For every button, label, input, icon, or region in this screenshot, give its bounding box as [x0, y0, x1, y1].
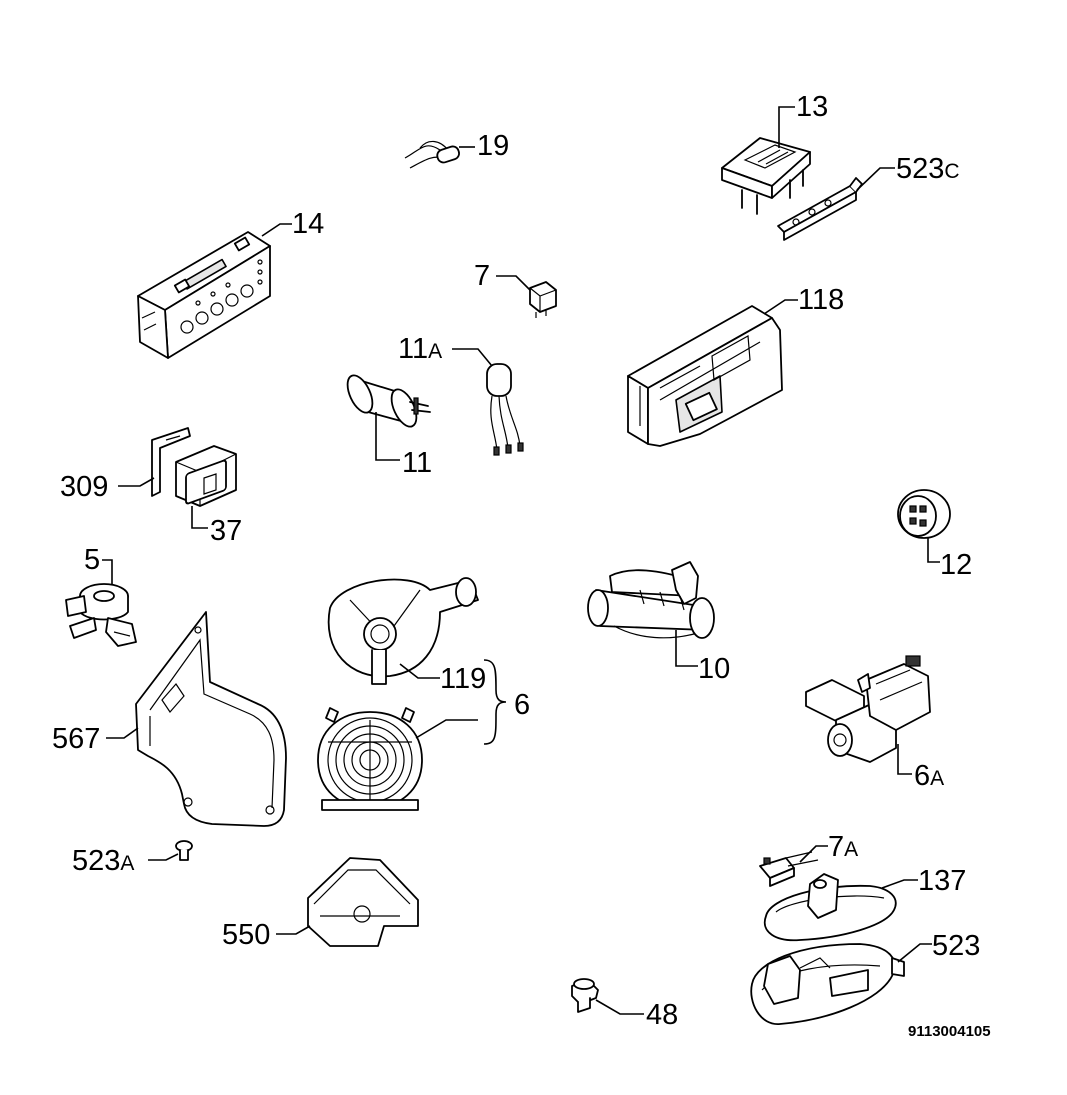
part-309-mounting-bracket: [151, 427, 191, 497]
label-37: 37: [210, 515, 242, 547]
label-6: 6: [514, 689, 530, 721]
label-6a: 6A: [914, 760, 944, 792]
part-119-pump-housing: [327, 577, 479, 685]
part-523-float-housing: [750, 943, 905, 1025]
leader-6-impeller: [415, 719, 478, 739]
leader-119: [399, 663, 440, 679]
leader-7: [496, 275, 531, 291]
label-550: 550: [222, 919, 270, 951]
part-10-circulation-motor: [587, 561, 715, 639]
part-137-float: [763, 873, 897, 942]
leader-11: [375, 412, 400, 461]
label-118: 118: [798, 284, 844, 316]
part-6a-drain-pump: [805, 655, 931, 763]
leader-550: [276, 925, 311, 935]
part-118-detergent-dispenser: [627, 305, 783, 447]
leader-37: [191, 506, 208, 529]
label-119: 119: [440, 663, 486, 695]
part-14-control-module: [137, 231, 271, 359]
part-48-fitting: [571, 978, 599, 1013]
leader-118: [763, 299, 798, 315]
part-12-knob: [897, 489, 951, 539]
diagram-code: 9113004105: [908, 1023, 991, 1040]
leader-12: [927, 538, 940, 563]
leader-14: [261, 223, 292, 237]
brace-6: [483, 659, 507, 745]
label-13: 13: [796, 91, 828, 123]
leader-5: [102, 559, 113, 584]
label-137: 137: [918, 865, 966, 897]
leader-48: [595, 999, 644, 1015]
leader-137: [881, 879, 918, 889]
leader-523a: [148, 853, 179, 861]
label-523: 523: [932, 930, 980, 962]
part-567-cover: [135, 611, 287, 827]
part-523c-bracket: [777, 177, 863, 241]
leader-11a: [452, 348, 493, 367]
label-567: 567: [52, 723, 100, 755]
label-11: 11: [402, 447, 432, 479]
part-523a-screw: [175, 840, 193, 861]
label-19: 19: [477, 130, 509, 162]
part-11a-interference-suppressor: [486, 363, 524, 456]
part-19-sensor: [404, 140, 460, 169]
label-14: 14: [292, 208, 324, 240]
part-5-inlet-valve: [65, 583, 137, 647]
label-523c: 523C: [896, 153, 960, 185]
leader-13: [778, 106, 795, 148]
leader-523: [897, 943, 932, 963]
part-11-capacitor: [346, 374, 431, 428]
label-7: 7: [474, 260, 490, 292]
leader-523c: [856, 167, 895, 191]
label-11a: 11A: [398, 333, 442, 365]
label-48: 48: [646, 999, 678, 1031]
label-5: 5: [84, 544, 100, 576]
part-550-cover: [307, 857, 419, 947]
leader-567: [106, 727, 139, 739]
label-12: 12: [940, 549, 972, 581]
leader-10: [675, 630, 698, 667]
part-37-connector-housing: [175, 445, 237, 507]
leader-309: [118, 477, 155, 487]
label-309: 309: [60, 471, 108, 503]
leader-7a: [799, 845, 828, 863]
part-6-pump-impeller: [317, 707, 423, 811]
part-13-connector-block: [721, 137, 811, 215]
label-523a: 523A: [72, 845, 134, 877]
leader-6a: [897, 744, 912, 775]
label-7a: 7A: [828, 831, 858, 863]
part-7-microswitch: [529, 281, 557, 318]
label-10: 10: [698, 653, 730, 685]
part-7a-float-switch: [759, 851, 819, 887]
